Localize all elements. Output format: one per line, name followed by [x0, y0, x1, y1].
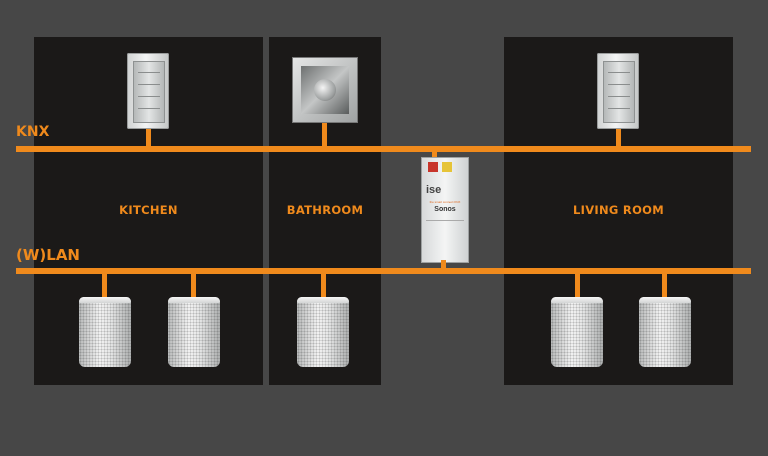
knx-bus-line [16, 146, 751, 152]
room-label-kitchen: KITCHEN [119, 203, 178, 217]
gateway-tagline: the smart connect KNX [429, 200, 461, 204]
knx-drop-living-room [616, 128, 621, 148]
bus-label-wlan: (W)LAN [16, 246, 80, 264]
sonos-speaker-icon [551, 297, 603, 367]
wlan-bus-line [16, 268, 751, 274]
knx-drop-kitchen [146, 128, 151, 148]
wlan-drop-kitchen-2 [191, 272, 196, 298]
room-living-room: LIVING ROOM [504, 37, 733, 385]
wlan-drop-living-1 [575, 272, 580, 298]
sonos-speaker-icon [639, 297, 691, 367]
bus-label-knx: KNX [16, 124, 50, 140]
wlan-drop-living-2 [662, 272, 667, 298]
gateway-panel [426, 220, 464, 235]
gateway-brand: ise [426, 184, 442, 196]
sonos-speaker-icon [297, 297, 349, 367]
room-label-living-room: LIVING ROOM [572, 203, 664, 217]
knx-drop-gateway [432, 148, 437, 160]
wlan-drop-bathroom [321, 272, 326, 298]
wall-switch-icon [127, 53, 169, 129]
wlan-drop-kitchen-1 [102, 272, 107, 298]
wall-switch-icon [597, 53, 639, 129]
knx-gateway-icon: ise the smart connect KNX Sonos [421, 157, 469, 263]
gateway-yellow-terminal [442, 162, 452, 172]
gateway-product: Sonos [434, 206, 456, 213]
sonos-speaker-icon [168, 297, 220, 367]
knx-drop-bathroom [322, 122, 327, 148]
wlan-drop-gateway [441, 260, 446, 270]
motion-sensor-icon [292, 57, 358, 123]
sonos-speaker-icon [79, 297, 131, 367]
room-label-bathroom: BATHROOM [286, 203, 364, 217]
gateway-red-terminal [428, 162, 438, 172]
